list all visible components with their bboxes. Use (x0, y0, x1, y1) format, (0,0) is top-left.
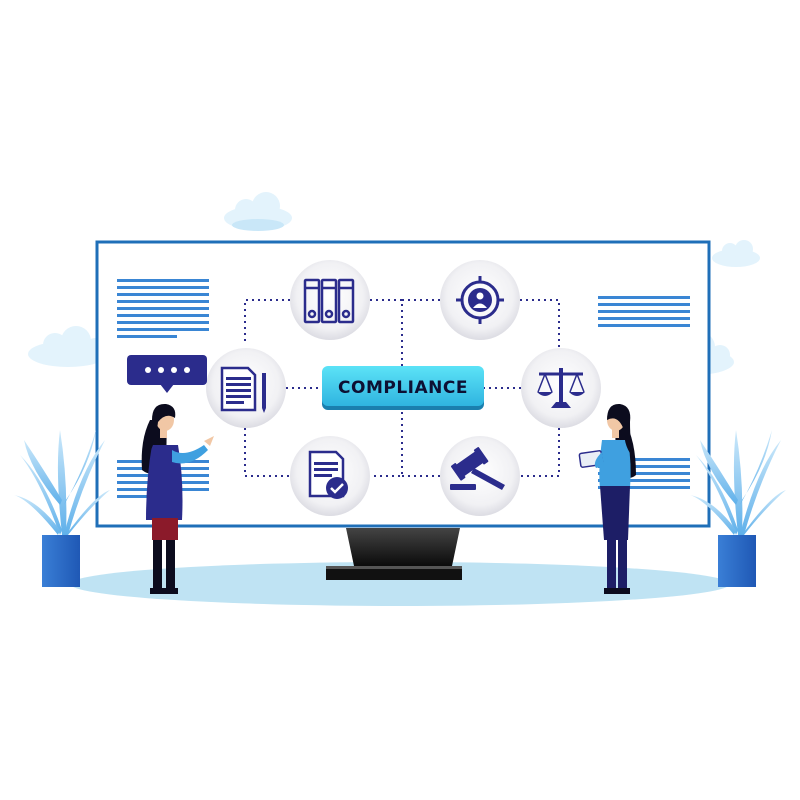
scales-icon (537, 368, 585, 408)
cloud-top (224, 192, 292, 231)
plant-right (690, 430, 786, 587)
binders-icon (303, 278, 355, 324)
compliance-label: COMPLIANCE (338, 378, 468, 398)
plant-left (14, 430, 110, 587)
text-lines-top-left (117, 279, 209, 338)
document-check-icon (308, 450, 348, 499)
cloud-right-top (712, 240, 760, 267)
text-lines-bottom-right (598, 458, 690, 489)
document-pen-icon (220, 366, 266, 413)
binders-circle (290, 260, 370, 340)
chat-dots-icon (127, 355, 207, 393)
woman-right (578, 403, 636, 594)
floor-shadow (70, 562, 730, 606)
board-stand (326, 528, 462, 580)
text-lines-top-right (598, 296, 690, 327)
user-target-icon (456, 276, 504, 324)
woman-left (141, 403, 214, 594)
cloud-left (28, 326, 108, 367)
gavel-icon (450, 447, 505, 490)
compliance-badge: COMPLIANCE (322, 366, 484, 410)
